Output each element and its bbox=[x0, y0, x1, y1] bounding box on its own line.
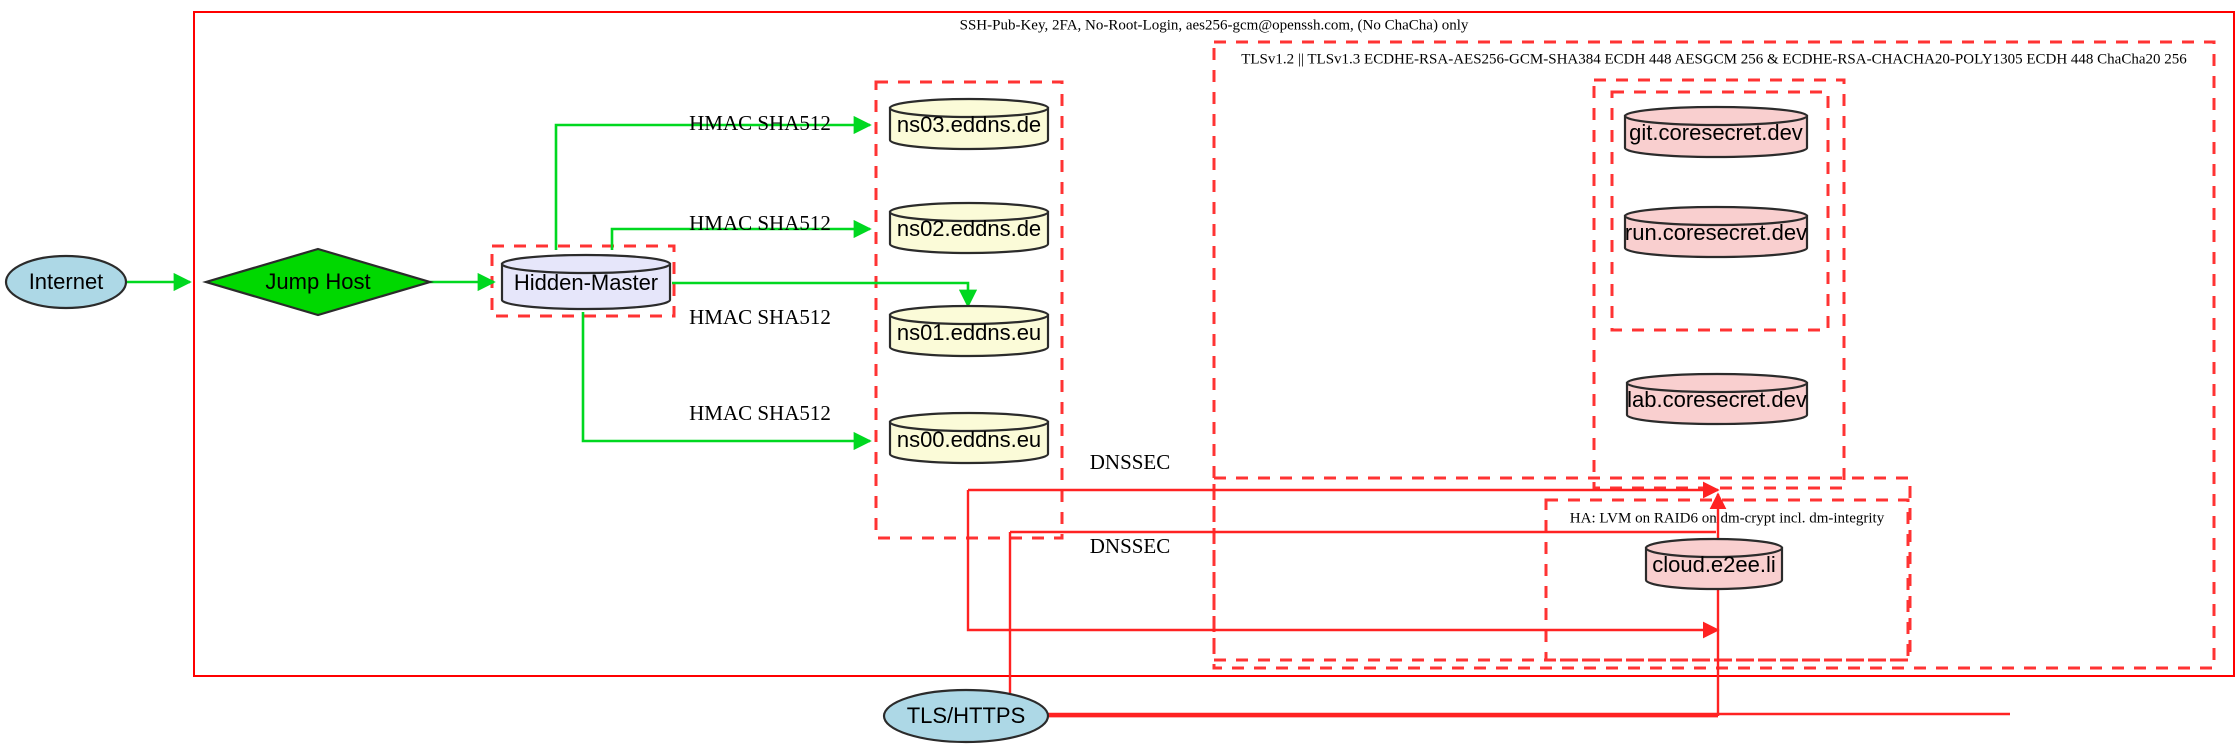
edge-hidden-master-to-ns03: HMAC SHA512 bbox=[554, 111, 872, 250]
cluster-tls-label: TLSv1.2 || TLSv1.3 ECDHE-RSA-AES256-GCM-… bbox=[1241, 51, 2187, 67]
node-ns01-label: ns01.eddns.eu bbox=[897, 320, 1041, 345]
node-hidden-master[interactable]: Hidden-Master bbox=[500, 253, 672, 311]
node-jump-host-label: Jump Host bbox=[265, 269, 370, 294]
node-tls-https-label: TLS/HTTPS bbox=[907, 703, 1026, 728]
edge-dnssec-upper: DNSSEC bbox=[968, 450, 1720, 499]
node-cloud-e2ee-body[interactable] bbox=[1644, 546, 1784, 591]
edge-dnssec-secondary bbox=[1008, 530, 1716, 714]
edge-label-hmac-ns03: HMAC SHA512 bbox=[689, 111, 831, 135]
cluster-coresecret-outer bbox=[1592, 78, 1846, 490]
node-cloud-e2ee-label: cloud.e2ee.li bbox=[1652, 552, 1776, 577]
edge-hidden-master-to-ns01: HMAC SHA512 bbox=[672, 281, 978, 329]
cluster-coresecret-inner bbox=[1610, 90, 1830, 332]
cluster-tls: TLSv1.2 || TLSv1.3 ECDHE-RSA-AES256-GCM-… bbox=[1212, 40, 2216, 670]
node-ns00-top bbox=[888, 411, 1050, 433]
node-git-coresecret[interactable]: git.coresecret.dev bbox=[1623, 105, 1809, 159]
node-ns03[interactable]: ns03.eddns.de bbox=[888, 97, 1050, 151]
edge-label-hmac-ns01: HMAC SHA512 bbox=[689, 305, 831, 329]
node-ns03-top bbox=[888, 97, 1050, 119]
node-jump-host[interactable]: Jump Host bbox=[202, 247, 434, 317]
node-cloud-e2ee[interactable]: cloud.e2ee.li bbox=[1644, 537, 1784, 591]
node-internet-label: Internet bbox=[29, 269, 104, 294]
node-tls-https-shape[interactable] bbox=[882, 688, 1050, 744]
node-ns00[interactable]: ns00.eddns.eu bbox=[888, 411, 1050, 465]
edge-hidden-master-to-ns00: HMAC SHA512 bbox=[581, 312, 872, 451]
node-ns02-top bbox=[888, 201, 1050, 223]
cluster-coresecret-outer-border bbox=[1592, 78, 1846, 490]
node-internet-shape[interactable] bbox=[4, 254, 128, 310]
edge-hidden-master-to-ns02: HMAC SHA512 bbox=[610, 211, 872, 250]
cluster-ha-label: HA: LVM on RAID6 on dm-crypt incl. dm-in… bbox=[1570, 510, 1885, 526]
node-run-coresecret-top bbox=[1623, 205, 1809, 227]
cluster-dnssec-region-border bbox=[1212, 476, 1912, 662]
node-jump-host-shape[interactable] bbox=[202, 247, 434, 317]
node-run-coresecret-label: run.coresecret.dev bbox=[1625, 220, 1807, 245]
node-ns03-label: ns03.eddns.de bbox=[897, 112, 1041, 137]
node-lab-coresecret[interactable]: lab.coresecret.dev bbox=[1625, 372, 1809, 426]
cluster-ha: HA: LVM on RAID6 on dm-crypt incl. dm-in… bbox=[1544, 498, 1910, 662]
node-run-coresecret[interactable]: run.coresecret.dev bbox=[1623, 205, 1809, 259]
cluster-coresecret-inner-border bbox=[1610, 90, 1830, 332]
node-ns01[interactable]: ns01.eddns.eu bbox=[888, 304, 1050, 358]
node-ns02-body[interactable] bbox=[888, 210, 1050, 255]
node-hidden-master-body[interactable] bbox=[500, 262, 672, 311]
edge-label-dnssec-upper: DNSSEC bbox=[1090, 450, 1171, 474]
edge-dnssec-lower: DNSSEC bbox=[966, 490, 1720, 639]
edge-label-hmac-ns02: HMAC SHA512 bbox=[689, 211, 831, 235]
cluster-ssh-label: SSH-Pub-Key, 2FA, No-Root-Login, aes256-… bbox=[960, 17, 1469, 33]
node-git-coresecret-body[interactable] bbox=[1623, 114, 1809, 159]
node-lab-coresecret-label: lab.coresecret.dev bbox=[1627, 387, 1807, 412]
node-git-coresecret-label: git.coresecret.dev bbox=[1629, 120, 1803, 145]
node-ns01-top bbox=[888, 304, 1050, 326]
cluster-ssh-border bbox=[193, 11, 2235, 677]
node-cloud-e2ee-top bbox=[1644, 537, 1784, 559]
cluster-ha-border bbox=[1544, 498, 1910, 662]
edge-label-dnssec-lower: DNSSEC bbox=[1090, 534, 1171, 558]
node-hidden-master-label: Hidden-Master bbox=[514, 270, 658, 295]
node-tls-https[interactable]: TLS/HTTPS bbox=[882, 688, 1050, 744]
node-ns02-label: ns02.eddns.de bbox=[897, 216, 1041, 241]
cluster-ssh: SSH-Pub-Key, 2FA, No-Root-Login, aes256-… bbox=[193, 11, 2235, 677]
node-ns03-body[interactable] bbox=[888, 106, 1050, 151]
node-hidden-master-top bbox=[500, 253, 672, 275]
node-ns01-body[interactable] bbox=[888, 313, 1050, 358]
node-ns02[interactable]: ns02.eddns.de bbox=[888, 201, 1050, 255]
node-ns00-label: ns00.eddns.eu bbox=[897, 427, 1041, 452]
node-internet[interactable]: Internet bbox=[4, 254, 128, 310]
node-ns00-body[interactable] bbox=[888, 420, 1050, 465]
node-git-coresecret-top bbox=[1623, 105, 1809, 127]
node-lab-coresecret-top bbox=[1625, 372, 1809, 394]
edge-label-hmac-ns00: HMAC SHA512 bbox=[689, 401, 831, 425]
node-lab-coresecret-body[interactable] bbox=[1625, 381, 1809, 426]
cluster-dnssec-region bbox=[1212, 476, 1912, 662]
node-run-coresecret-body[interactable] bbox=[1623, 214, 1809, 259]
